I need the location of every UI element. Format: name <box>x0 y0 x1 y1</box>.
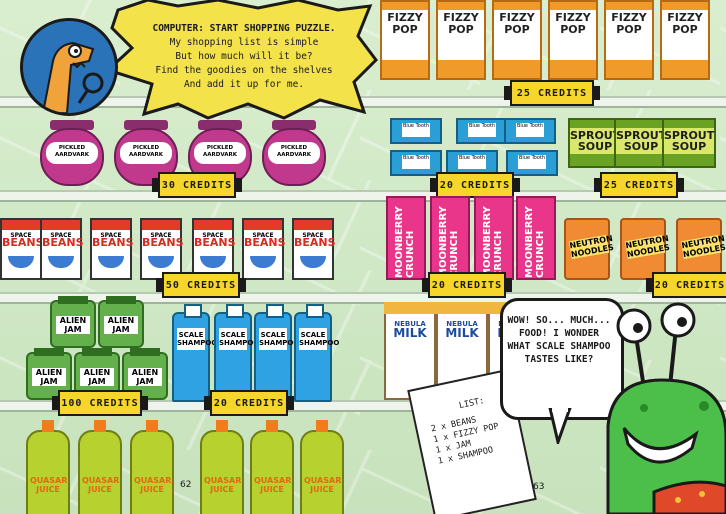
alien-jam-jar[interactable]: ALIEN JAM <box>98 296 144 348</box>
sprout-soup-can[interactable]: SPROUT SOUP <box>614 118 668 168</box>
speech-bubble-tail <box>548 408 572 444</box>
fizzy-pop-bottle[interactable]: FIZZY POP <box>492 0 542 80</box>
intro-line: But how much will it be? <box>175 51 313 62</box>
blue-tooth-box[interactable]: Blue Tooth <box>390 150 442 176</box>
quasar-juice-bottle[interactable]: QUASAR JUICE <box>26 420 70 514</box>
intro-line: And add it up for me. <box>183 79 305 90</box>
blue-tooth-box[interactable]: Blue Tooth <box>504 118 556 144</box>
computer-speech-burst <box>108 0 378 120</box>
pickled-aardvark-jar[interactable]: PICKLED AARDVARK <box>40 120 104 186</box>
page-number-right: 63 <box>533 482 545 492</box>
price-tag-pickled: 30 CREDITS <box>152 172 242 198</box>
fizzy-pop-bottle[interactable]: FIZZY POP <box>436 0 486 80</box>
neutron-noodles-cup[interactable]: NEUTRON NOODLES <box>620 218 670 280</box>
price-tag-fizzy: 25 CREDITS <box>504 80 600 106</box>
blue-tooth-box[interactable]: Blue Tooth <box>390 118 442 144</box>
robot-lizard-icon <box>23 21 115 113</box>
neutron-noodles-cup[interactable]: NEUTRON NOODLES <box>564 218 614 280</box>
quasar-juice-bottle[interactable]: QUASAR JUICE <box>200 420 244 514</box>
snail-speech-text: WOW! SO... MUCH... FOOD! I WONDER WHAT S… <box>507 315 611 365</box>
snail-character-icon <box>606 302 726 514</box>
price-tag-soup: 25 CREDITS <box>594 172 684 198</box>
moonberry-crunch-box[interactable]: MOONBERRY CRUNCH <box>516 196 556 280</box>
price-tag-noodles: 20 CREDITS <box>646 272 726 298</box>
neutron-noodles-cup[interactable]: NEUTRON NOODLES <box>676 218 726 280</box>
moonberry-crunch-box[interactable]: MOONBERRY CRUNCH <box>474 196 514 280</box>
fizzy-pop-bottle[interactable]: FIZZY POP <box>380 0 430 80</box>
price-tag-cereal: 20 CREDITS <box>422 272 512 298</box>
price-tag-beans: 50 CREDITS <box>156 272 246 298</box>
moonberry-crunch-box[interactable]: MOONBERRY CRUNCH <box>430 196 470 280</box>
fizzy-pop-bottle[interactable]: FIZZY POP <box>548 0 598 80</box>
blue-tooth-box[interactable]: Blue Tooth <box>506 150 558 176</box>
quasar-juice-bottle[interactable]: QUASAR JUICE <box>300 420 344 514</box>
price-tag-box: 20 CREDITS <box>430 172 520 198</box>
intro-text: COMPUTER: START SHOPPING PUZZLE. My shop… <box>128 22 360 92</box>
sprout-soup-can[interactable]: SPROUT SOUP <box>568 118 622 168</box>
quasar-juice-bottle[interactable]: QUASAR JUICE <box>250 420 294 514</box>
alien-jam-jar[interactable]: ALIEN JAM <box>50 296 96 348</box>
fizzy-pop-bottle[interactable]: FIZZY POP <box>660 0 710 80</box>
quasar-juice-bottle[interactable]: QUASAR JUICE <box>130 420 174 514</box>
scale-shampoo-bottle[interactable]: SCALE SHAMPOO <box>172 304 217 402</box>
fizzy-pop-bottle[interactable]: FIZZY POP <box>604 0 654 80</box>
quasar-juice-bottle[interactable]: QUASAR JUICE <box>78 420 122 514</box>
pickled-aardvark-jar[interactable]: PICKLED AARDVARK <box>114 120 178 186</box>
scale-shampoo-bottle[interactable]: SCALE SHAMPOO <box>254 304 299 402</box>
scale-shampoo-bottle[interactable]: SCALE SHAMPOO <box>294 304 339 402</box>
sprout-soup-can[interactable]: SPROUT SOUP <box>662 118 716 168</box>
price-tag-shampoo: 20 CREDITS <box>204 390 294 416</box>
intro-line: My shopping list is simple <box>169 37 319 48</box>
scale-shampoo-bottle[interactable]: SCALE SHAMPOO <box>214 304 259 402</box>
computer-avatar <box>20 18 118 116</box>
blue-tooth-box[interactable]: Blue Tooth <box>456 118 508 144</box>
alien-jam-jar[interactable]: ALIEN JAM <box>26 348 72 400</box>
snail-speech-bubble <box>500 298 624 420</box>
intro-heading: COMPUTER: START SHOPPING PUZZLE. <box>152 23 336 34</box>
pickled-aardvark-jar[interactable]: PICKLED AARDVARK <box>262 120 326 186</box>
price-tag-jam: 100 CREDITS <box>52 390 148 416</box>
moonberry-crunch-box[interactable]: MOONBERRY CRUNCH <box>386 196 426 280</box>
intro-line: Find the goodies on the shelves <box>155 65 333 76</box>
page-number-left: 62 <box>180 480 192 490</box>
